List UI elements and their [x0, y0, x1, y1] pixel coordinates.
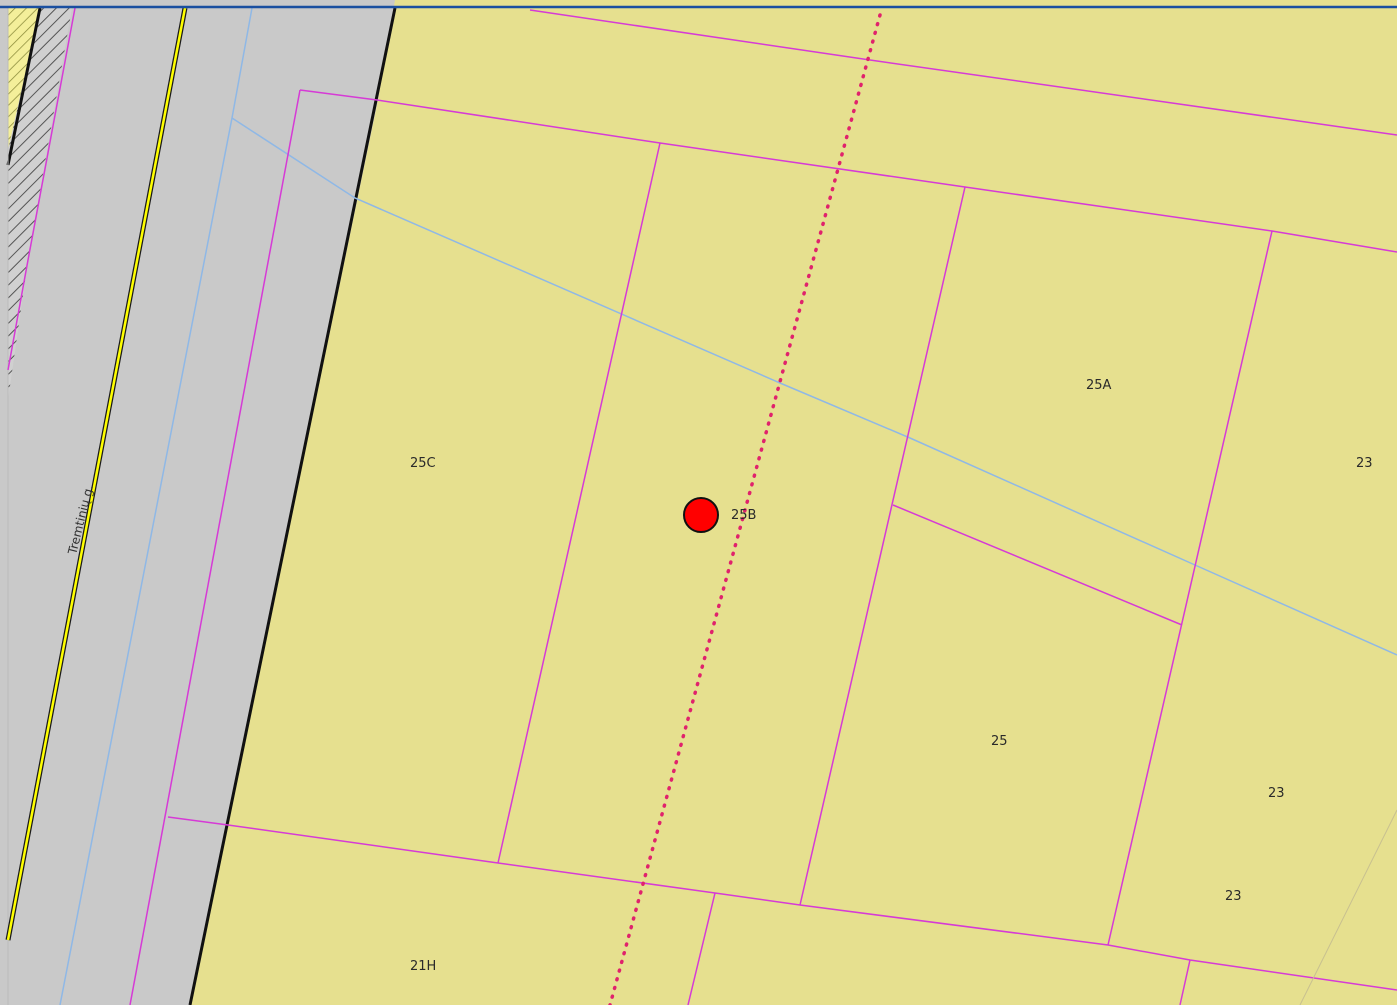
parcel-label-25[interactable]: 25: [991, 734, 1008, 749]
parcel-label-23-bottom[interactable]: 23: [1225, 889, 1242, 904]
parcel-label-25c[interactable]: 25C: [410, 456, 436, 471]
parcel-label-23-middle[interactable]: 23: [1268, 786, 1285, 801]
road-centerline: [6, 7, 187, 941]
parcel-label-23-right[interactable]: 23: [1356, 456, 1373, 471]
parcel-label-25a[interactable]: 25A: [1086, 378, 1112, 393]
utility-line: [231, 117, 1397, 656]
faint-boundary: [1299, 809, 1397, 1005]
parcel-label-21h[interactable]: 21H: [410, 959, 436, 974]
dotted-boundary-line: [608, 13, 882, 1005]
road-area: [0, 0, 395, 1005]
hatched-zone: [8, 8, 72, 400]
parcel-boundaries: [7, 7, 1397, 1005]
parcel-label-25b[interactable]: 25B: [731, 508, 756, 523]
road-edge: [188, 7, 397, 1005]
location-marker-icon[interactable]: [683, 497, 719, 533]
road-edge: [6, 7, 42, 166]
